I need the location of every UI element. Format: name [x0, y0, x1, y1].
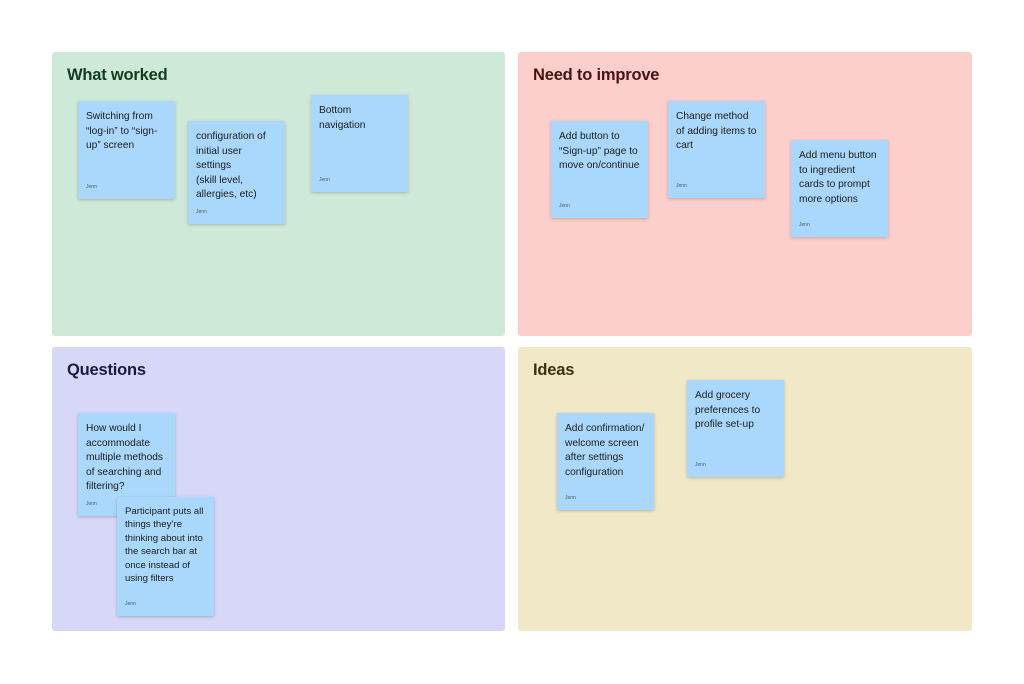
- sticky-note-text: How would I accommodate multiple methods…: [86, 423, 164, 493]
- section-need-to-improve[interactable]: Need to improve Add button to “Sign-up” …: [518, 52, 972, 336]
- sticky-note-author: Jenn: [695, 462, 706, 468]
- section-title-ideas: Ideas: [533, 361, 575, 379]
- sticky-note-text: Change method of adding items to cart: [676, 111, 757, 152]
- sticky-note[interactable]: Participant puts all things they’re thin…: [117, 497, 214, 616]
- section-title-what-worked: What worked: [67, 66, 168, 84]
- sticky-note-text: Participant puts all things they’re thin…: [125, 506, 204, 585]
- section-title-questions: Questions: [67, 361, 146, 379]
- sticky-note-text: Add grocery preferences to profile set-u…: [695, 390, 761, 431]
- sticky-note[interactable]: Add confirmation/ welcome screen after s…: [557, 413, 654, 510]
- sticky-note-text: Add confirmation/ welcome screen after s…: [565, 423, 645, 478]
- sticky-note-author: Jenn: [196, 209, 207, 215]
- sticky-note-author: Jenn: [86, 184, 97, 190]
- sticky-note-text: Bottom navigation: [319, 105, 366, 131]
- sticky-note[interactable]: Change method of adding items to cart Je…: [668, 101, 765, 198]
- section-title-need-to-improve: Need to improve: [533, 66, 660, 84]
- sticky-note-author: Jenn: [799, 222, 810, 228]
- sticky-note-author: Jenn: [125, 601, 136, 607]
- sticky-note-author: Jenn: [559, 203, 570, 209]
- sticky-note-text: Add button to “Sign-up” page to move on/…: [559, 131, 640, 172]
- sticky-note-author: Jenn: [565, 495, 576, 501]
- sticky-note[interactable]: Bottom navigation Jenn: [311, 95, 408, 192]
- section-questions[interactable]: Questions How would I accommodate multip…: [52, 347, 505, 631]
- section-ideas[interactable]: Ideas Add confirmation/ welcome screen a…: [518, 347, 972, 631]
- sticky-note-text: Add menu button to ingredient cards to p…: [799, 150, 877, 205]
- sticky-note-author: Jenn: [676, 183, 687, 189]
- sticky-note[interactable]: Add menu button to ingredient cards to p…: [791, 140, 888, 237]
- sticky-note-text: configuration of initial user settings (…: [196, 131, 266, 201]
- section-what-worked[interactable]: What worked Switching from “log-in” to “…: [52, 52, 505, 336]
- sticky-note[interactable]: configuration of initial user settings (…: [188, 121, 285, 224]
- sticky-note[interactable]: Add button to “Sign-up” page to move on/…: [551, 121, 648, 218]
- sticky-note[interactable]: Add grocery preferences to profile set-u…: [687, 380, 784, 477]
- sticky-note-author: Jenn: [319, 177, 330, 183]
- sticky-note[interactable]: Switching from “log-in” to “sign-up” scr…: [78, 101, 175, 199]
- sticky-note-author: Jenn: [86, 501, 97, 507]
- sticky-note-text: Switching from “log-in” to “sign-up” scr…: [86, 111, 158, 152]
